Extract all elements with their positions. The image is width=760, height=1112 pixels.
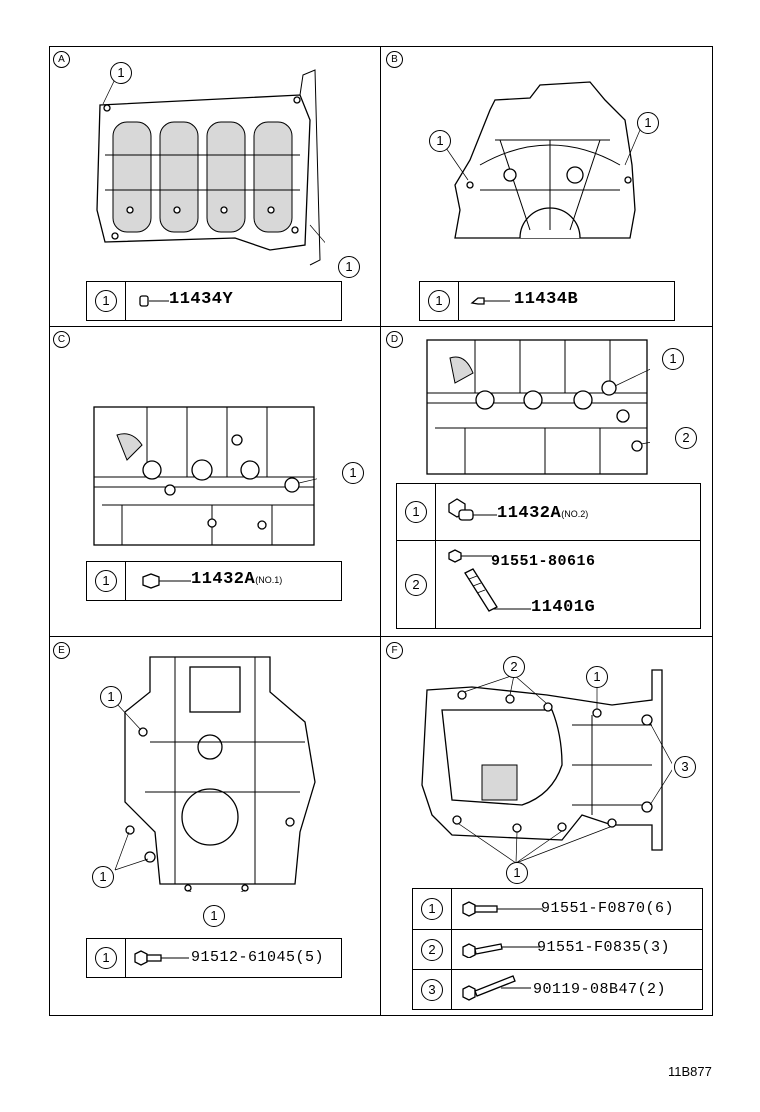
legend-index: 2 (421, 939, 443, 961)
part-number-secondary: 11401G (531, 598, 596, 617)
bolt-icon (462, 943, 541, 958)
part-number: 91551-F0835(3) (537, 939, 671, 956)
grid-divider-row-1 (49, 326, 713, 327)
legend-index: 1 (95, 290, 117, 312)
callout-e-1: 1 (100, 686, 122, 708)
legend-row: 1 11432A(NO.1) (87, 562, 341, 600)
part-number: 11434Y (169, 290, 234, 309)
legend-index: 3 (421, 979, 443, 1001)
bolt-and-sleeve-icon (448, 549, 531, 612)
legend-row: 1 11434Y (87, 282, 341, 320)
oil-pan-view-f (421, 669, 672, 864)
legend-table-c: 1 11432A(NO.1) (86, 561, 342, 601)
callout-a-1: 1 (110, 62, 132, 84)
plug-icon (142, 573, 191, 589)
legend-row: 2 91551-F0835(3) (413, 929, 702, 970)
grid-divider-vertical (380, 46, 381, 1016)
diagram-code: 11B877 (668, 1064, 712, 1079)
callout-a-2: 1 (338, 256, 360, 278)
cylinder-block-side-view-d (426, 339, 650, 475)
part-number: 91551-80616 (491, 553, 596, 570)
callout-d-2: 2 (675, 427, 697, 449)
legend-table-f: 1 91551-F0870(6) 2 91551-F0835(3) 3 9011… (412, 888, 703, 1010)
legend-table-d: 1 11432A(NO.2) 2 91551-80616 11401G (396, 483, 701, 629)
legend-table-a: 1 11434Y (86, 281, 342, 321)
grid-divider-row-2 (49, 636, 713, 637)
diagram-frame (49, 46, 713, 1016)
part-number: 91551-F0870(6) (541, 900, 675, 917)
plug-icon (470, 297, 510, 305)
bolt-icon (134, 950, 189, 966)
callout-e-3: 1 (203, 905, 225, 927)
cylinder-block-rear-view-b (443, 81, 641, 239)
cylinder-block-side-view-c (93, 406, 317, 546)
callout-f-1-lower: 1 (506, 862, 528, 884)
plug-icon (139, 295, 169, 307)
callout-f-3: 3 (674, 756, 696, 778)
callout-b-2: 1 (637, 112, 659, 134)
legend-row: 1 91551-F0870(6) (413, 889, 702, 929)
legend-index: 2 (405, 574, 427, 596)
plug-icon (448, 498, 497, 521)
legend-row: 1 11434B (420, 282, 674, 320)
callout-c-1: 1 (342, 462, 364, 484)
panel-letter-a: A (53, 51, 70, 68)
legend-index: 1 (95, 570, 117, 592)
panel-letter-f: F (386, 642, 403, 659)
part-number: 90119-08B47(2) (533, 981, 667, 998)
callout-d-1: 1 (662, 348, 684, 370)
legend-index: 1 (421, 898, 443, 920)
legend-table-b: 1 11434B (419, 281, 675, 321)
part-number: 11434B (514, 290, 579, 309)
legend-index: 1 (405, 501, 427, 523)
part-number: 11432A(NO.2) (497, 504, 589, 523)
legend-row: 3 90119-08B47(2) (413, 969, 702, 1010)
callout-f-1: 1 (586, 666, 608, 688)
callout-e-2: 1 (92, 866, 114, 888)
legend-table-e: 1 91512-61045(5) (86, 938, 342, 978)
long-bolt-icon (462, 975, 531, 1001)
bolt-icon (462, 901, 543, 917)
part-number: 11432A(NO.1) (191, 570, 283, 589)
legend-row: 1 11432A(NO.2) (397, 484, 700, 540)
legend-row: 2 91551-80616 11401G (397, 540, 700, 629)
legend-index: 1 (428, 290, 450, 312)
cylinder-block-front-view-e (114, 656, 316, 892)
cylinder-block-top-view-a (96, 69, 325, 266)
panel-letter-d: D (386, 331, 403, 348)
panel-letter-b: B (386, 51, 403, 68)
panel-letter-e: E (53, 642, 70, 659)
panel-letter-c: C (53, 331, 70, 348)
legend-row: 1 91512-61045(5) (87, 939, 341, 977)
callout-f-2: 2 (503, 656, 525, 678)
callout-b-1: 1 (429, 130, 451, 152)
part-number: 91512-61045(5) (191, 949, 325, 966)
legend-index: 1 (95, 947, 117, 969)
